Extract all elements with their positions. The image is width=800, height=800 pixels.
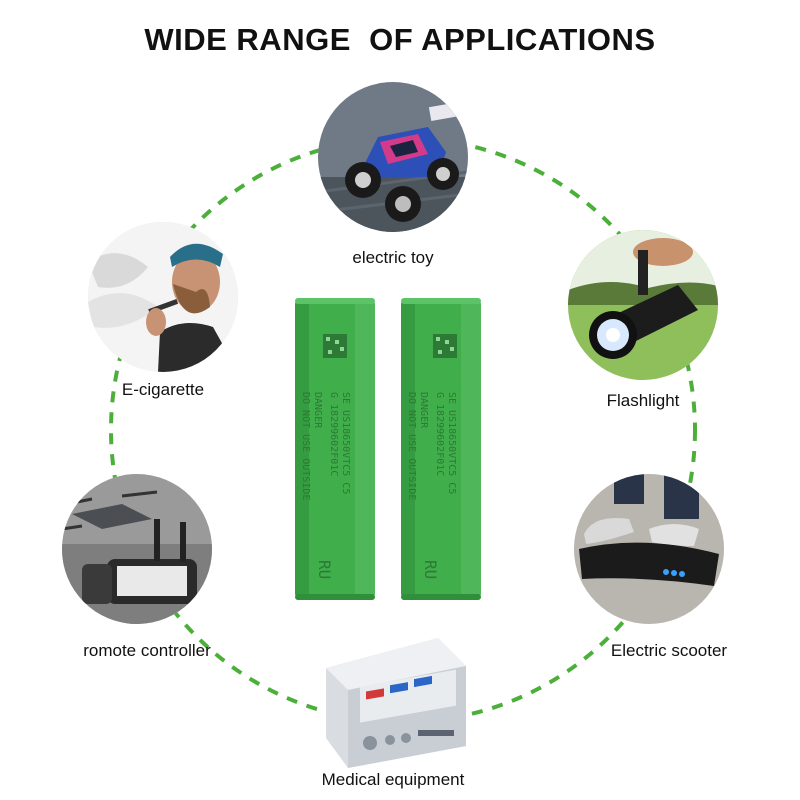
battery-danger-text: DANGER — [418, 392, 429, 429]
label-medical-equipment: Medical equipment — [321, 770, 465, 789]
app-image-electric-scooter — [574, 474, 724, 624]
battery-cell-right: SE US18650VTC5 C5 G 18299602F01C DANGER … — [401, 298, 481, 600]
datamatrix-code — [323, 334, 347, 358]
app-image-flashlight — [568, 230, 718, 380]
app-image-medical-equipment — [318, 628, 468, 778]
label-electric-scooter: Electric scooter — [610, 641, 728, 660]
battery-model-text: SE US18650VTC5 C5 — [340, 392, 351, 494]
battery-warning-text: DO NOT USE OUTSIDE — [406, 392, 417, 500]
battery-cell-left: SE US18650VTC5 C5 G 18299602F01C DANGER … — [295, 298, 375, 600]
datamatrix-code — [433, 334, 457, 358]
battery-warning-text: DO NOT USE OUTSIDE — [300, 392, 311, 500]
battery-mark-text: RU — [421, 560, 440, 579]
app-image-electric-toy — [318, 82, 468, 232]
page-title: WIDE RANGE OF APPLICATIONS — [144, 22, 656, 57]
label-flashlight: Flashlight — [606, 391, 680, 410]
drone-remote-icon — [62, 474, 212, 624]
app-image-remote-controller — [62, 474, 212, 624]
app-image-e-cigarette — [88, 222, 238, 372]
label-electric-toy: electric toy — [352, 248, 434, 267]
label-remote-controller: romote controller — [83, 641, 211, 660]
hoverboard-icon — [574, 474, 724, 624]
label-e-cigarette: E-cigarette — [121, 380, 205, 399]
medical-device-icon — [326, 638, 466, 768]
rc-car-icon — [318, 82, 468, 232]
vaping-man-icon — [88, 222, 238, 372]
battery-model-text: SE US18650VTC5 C5 — [446, 392, 457, 494]
battery-mark-text: RU — [315, 560, 334, 579]
battery-serial-text: G 18299602F01C — [328, 392, 339, 476]
battery-danger-text: DANGER — [312, 392, 323, 429]
flashlight-icon — [568, 230, 718, 380]
battery-serial-text: G 18299602F01C — [434, 392, 445, 476]
